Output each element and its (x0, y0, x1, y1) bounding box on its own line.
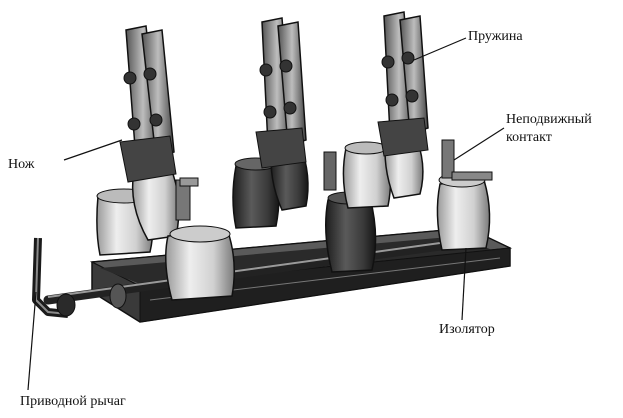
leader-drive-lever (27, 291, 37, 391)
fixed-contact-label-line1: Неподвижный (506, 112, 592, 127)
pole-1 (96, 25, 235, 301)
leader-fixed-contact (453, 127, 505, 161)
leader-insulator (461, 247, 467, 321)
pole-3 (342, 11, 493, 251)
leader-spring (413, 37, 467, 61)
leader-knife (63, 139, 123, 161)
drive-lever-label: Приводной рычаг (20, 394, 126, 409)
insulator-label: Изолятор (439, 322, 495, 337)
spring-label: Пружина (468, 29, 523, 44)
drive-lever (32, 237, 127, 318)
knife-label: Нож (8, 157, 35, 172)
leader-lines (27, 37, 505, 391)
fixed-contact-label-line2: контакт (506, 130, 552, 145)
